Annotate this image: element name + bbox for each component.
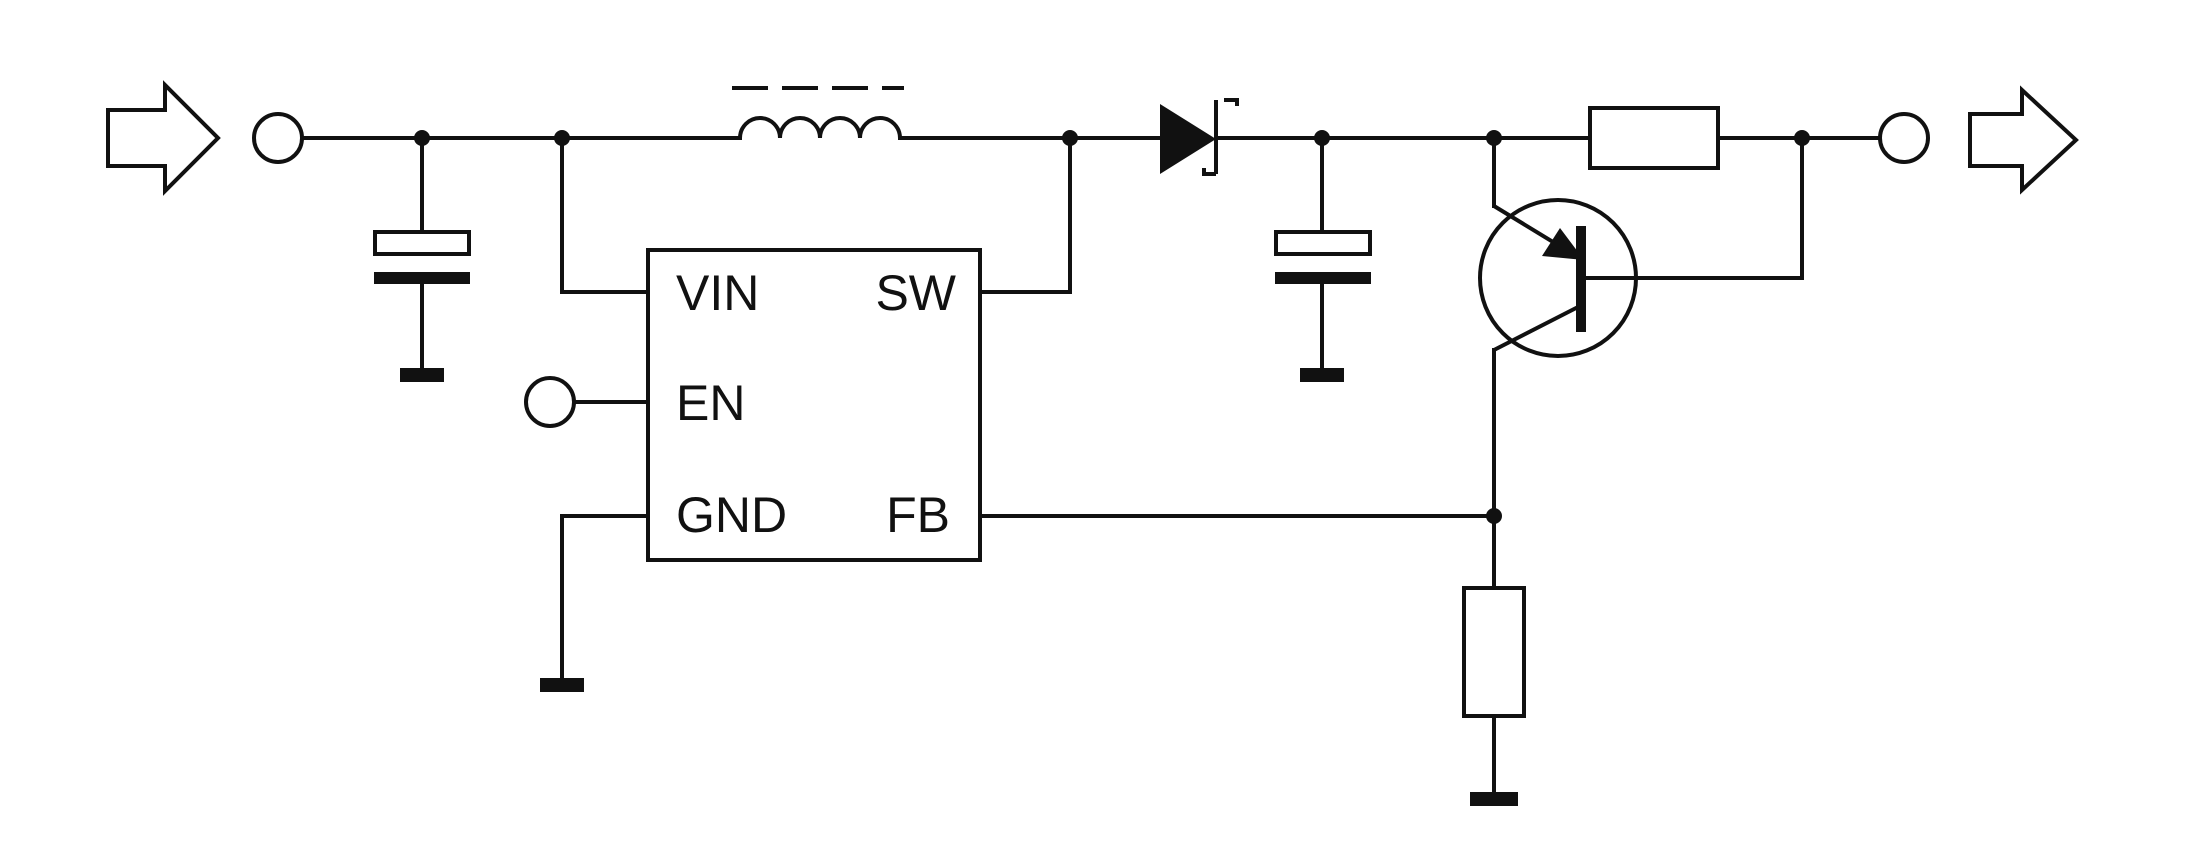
ground-symbol <box>540 678 584 692</box>
ground-symbol <box>1470 792 1518 806</box>
pnp-transistor <box>1478 136 1804 518</box>
pin-label-gnd: GND <box>676 487 787 543</box>
output-capacitor <box>1274 136 1372 382</box>
pin-label-sw: SW <box>875 265 956 321</box>
junction-dot <box>1314 130 1330 146</box>
junction-dot <box>414 130 430 146</box>
vin-wire <box>560 136 650 294</box>
junction-dot <box>1794 130 1810 146</box>
pin-label-fb: FB <box>886 487 950 543</box>
input-terminal <box>252 112 304 164</box>
pin-label-en: EN <box>676 375 745 431</box>
series-resistor <box>1588 106 1720 170</box>
schottky-diode <box>1160 98 1239 176</box>
regulator-ic <box>646 248 982 562</box>
junction-dot <box>1062 130 1078 146</box>
input-capacitor <box>373 136 471 382</box>
sense-resistor <box>1462 586 1526 718</box>
inductor <box>732 86 904 139</box>
pin-label-vin: VIN <box>676 265 759 321</box>
ground-symbol <box>1300 368 1344 382</box>
input-arrow <box>106 80 221 196</box>
junction-dots <box>414 130 1810 524</box>
junction-dot <box>1486 130 1502 146</box>
output-terminal <box>1878 112 1930 164</box>
junction-dot <box>554 130 570 146</box>
junction-dot <box>1486 508 1502 524</box>
sw-wire <box>978 136 1072 294</box>
ground-symbol <box>400 368 444 382</box>
output-arrow <box>1968 85 2079 195</box>
en-terminal <box>524 376 576 428</box>
gnd-wire <box>560 514 650 682</box>
